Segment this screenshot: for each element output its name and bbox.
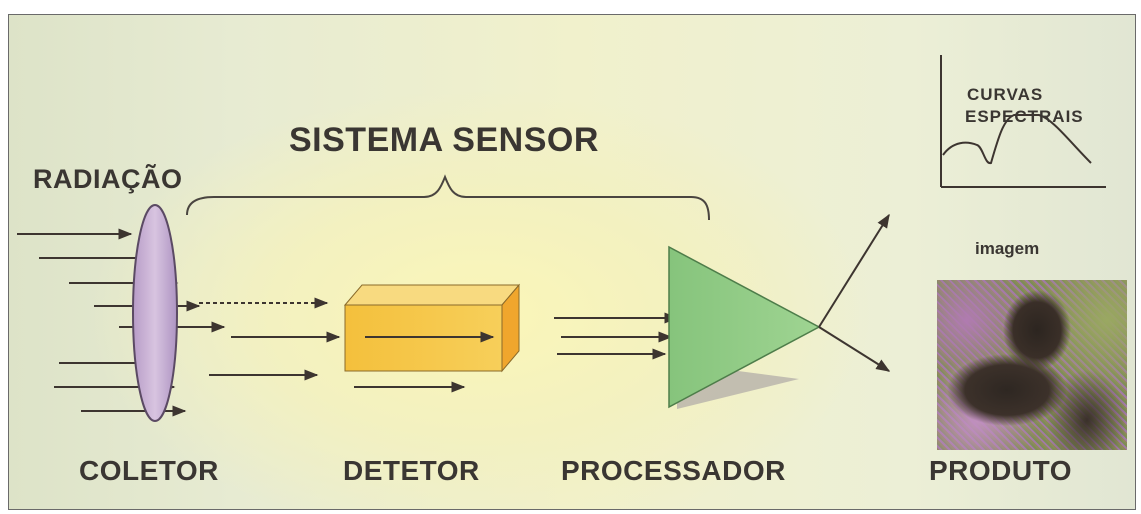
stage-label-collector: COLETOR [79, 455, 219, 486]
spectral-curves-label-line2: ESPECTRAIS [965, 107, 1084, 126]
processor-output-arrows [818, 213, 891, 372]
incoming-radiation-arrows [17, 228, 226, 417]
satellite-image-icon [937, 280, 1127, 450]
spectral-curves-plot-icon [940, 55, 1106, 188]
image-label: imagem [975, 239, 1040, 258]
collector-to-detector-arrows [199, 297, 466, 393]
stage-label-processor: PROCESSADOR [561, 455, 786, 486]
diagram-graphics [17, 55, 1106, 422]
stage-label-detector: DETETOR [343, 455, 480, 486]
sensor-system-brace [186, 174, 710, 221]
detector-box-icon [343, 283, 521, 373]
spectral-curves-label-line1: CURVAS [967, 85, 1044, 104]
diagram-panel: SISTEMA SENSOR RADIAÇÃO CURVAS ESPECTRAI… [8, 14, 1136, 510]
collector-lens-icon [132, 204, 178, 422]
processor-triangle-icon [668, 245, 821, 409]
radiation-label: RADIAÇÃO [33, 164, 183, 194]
detector-to-processor-arrows [554, 312, 679, 360]
stage-label-product: PRODUTO [929, 455, 1072, 486]
sensor-system-title: SISTEMA SENSOR [289, 121, 599, 159]
